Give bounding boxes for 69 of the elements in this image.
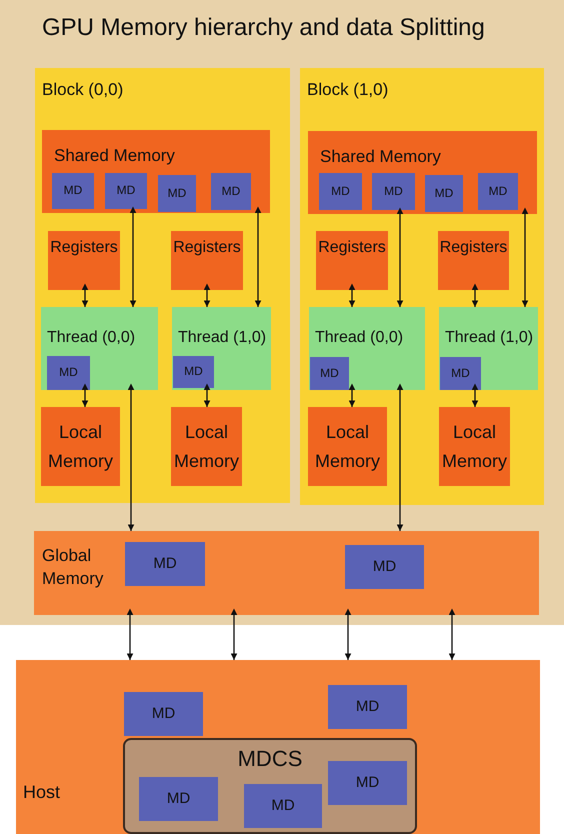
thread-label: Thread (0,0) [315, 329, 404, 347]
data-block: MD [328, 761, 407, 805]
thread-label: Thread (0,0) [47, 329, 136, 347]
data-block: MD [105, 173, 147, 209]
data-block: MD [345, 545, 424, 589]
memory-label: Shared Memory [54, 146, 175, 166]
local-memory-box: Local Memory [41, 407, 120, 486]
data-block: MD [319, 173, 362, 210]
block-label: Block (0,0) [42, 80, 124, 100]
arrow [396, 384, 404, 531]
arrow [204, 284, 210, 307]
arrow [348, 284, 356, 307]
host-label: Host [23, 782, 60, 803]
register-box: Registers [48, 231, 120, 290]
arrow [204, 384, 210, 407]
arrow [82, 384, 88, 407]
data-block: MD [478, 173, 518, 210]
data-block: MD [125, 542, 205, 586]
thread-box [172, 307, 271, 390]
register-box: Registers [316, 231, 388, 290]
thread-box [309, 307, 425, 390]
arrow [82, 284, 88, 307]
block-panel [35, 68, 290, 503]
global-memory-panel [34, 531, 539, 615]
mdcs-container [123, 738, 417, 834]
data-block: MD [139, 777, 218, 821]
data-block: MD [425, 175, 463, 212]
thread-box [439, 307, 538, 390]
arrow [130, 206, 136, 307]
arrow [126, 608, 134, 660]
arrow [472, 284, 478, 307]
data-block: MD [47, 356, 90, 390]
arrow [128, 384, 134, 531]
block-label: Block (1,0) [307, 80, 388, 100]
gpu-panel [0, 0, 564, 625]
arrow [472, 384, 478, 407]
arrow [396, 208, 404, 307]
data-block: MD [440, 357, 481, 390]
arrow [348, 384, 356, 407]
shared-memory-box [42, 130, 270, 213]
data-block: MD [244, 784, 322, 828]
block-panel [300, 68, 544, 505]
mdcs-label: MDCS [236, 746, 304, 772]
data-block: MD [158, 175, 196, 212]
arrow [254, 206, 262, 307]
local-memory-box: Local Memory [171, 407, 242, 486]
host-panel [16, 660, 540, 834]
arrow [230, 608, 238, 660]
local-memory-box: Local Memory [308, 407, 387, 486]
register-box: Registers [171, 231, 243, 290]
register-box: Registers [438, 231, 509, 290]
arrow [448, 608, 456, 660]
data-block: MD [328, 685, 407, 729]
data-block: MD [173, 356, 214, 388]
thread-label: Thread (1,0) [445, 329, 534, 347]
thread-box [41, 307, 158, 390]
thread-label: Thread (1,0) [178, 329, 266, 347]
local-memory-box: Local Memory [439, 407, 510, 486]
arrow [522, 208, 528, 307]
data-block: MD [310, 357, 349, 390]
arrow [344, 608, 352, 660]
shared-memory-box [308, 131, 537, 214]
data-block: MD [372, 173, 415, 210]
data-block: MD [124, 692, 203, 736]
panel-title: GPU Memory hierarchy and data Splitting [42, 14, 485, 42]
memory-label: Shared Memory [320, 147, 441, 167]
data-block: MD [211, 173, 251, 210]
data-block: MD [52, 173, 94, 209]
memory-label: Global Memory [42, 545, 104, 590]
